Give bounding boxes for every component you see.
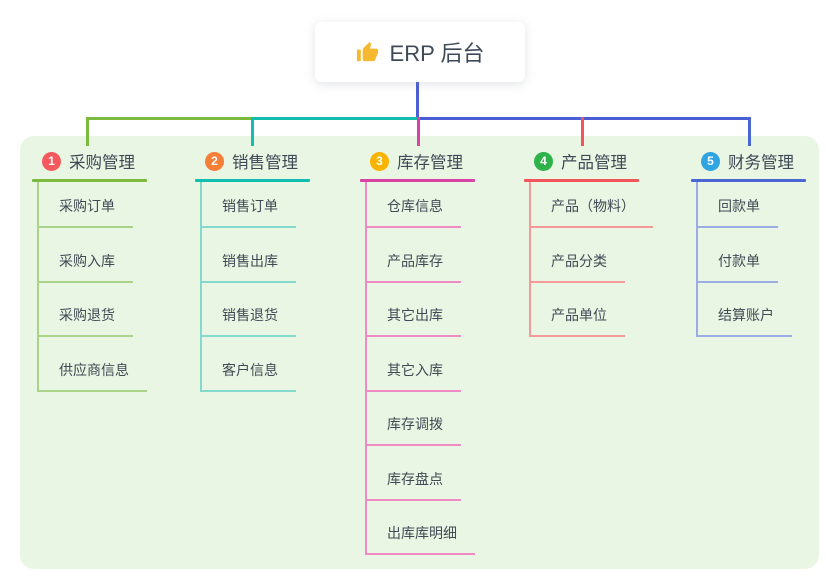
branch-header-5[interactable]: 5 财务管理 [691, 148, 806, 174]
node-label: 其它入库 [387, 361, 443, 378]
node-label: 采购入库 [59, 252, 115, 269]
branch-3: 3 库存管理仓库信息产品库存其它出库其它入库库存调拨库存盘点出库库明细 [360, 140, 475, 555]
node-item[interactable]: 销售退货 [202, 283, 296, 337]
node-item[interactable]: 出库库明细 [367, 501, 475, 555]
node-label: 销售出库 [222, 252, 278, 269]
node-label: 库存调拨 [387, 416, 443, 432]
branch-number-badge: 4 [534, 151, 553, 171]
node-label: 销售退货 [222, 307, 278, 323]
node-item[interactable]: 产品（物料） [531, 182, 653, 228]
branch-header-2[interactable]: 2 销售管理 [195, 148, 310, 174]
branch-number-badge: 5 [701, 151, 720, 171]
node-item[interactable]: 仓库信息 [367, 182, 461, 228]
branch-underline [524, 179, 639, 182]
node-item[interactable]: 供应商信息 [39, 337, 147, 392]
node-item[interactable]: 产品单位 [531, 283, 625, 337]
node-item[interactable]: 库存盘点 [367, 446, 461, 501]
node-item[interactable]: 其它出库 [367, 283, 461, 337]
bus-segment-3 [417, 117, 751, 120]
branch-title: 产品管理 [561, 154, 627, 172]
node-label: 库存盘点 [387, 470, 443, 487]
branch-underline [195, 179, 310, 182]
bus-segment-1 [86, 117, 253, 120]
node-label: 出库库明细 [387, 525, 457, 541]
node-item[interactable]: 采购入库 [39, 228, 133, 283]
node-label: 结算账户 [718, 307, 774, 323]
node-label: 产品单位 [551, 307, 607, 323]
node-label: 采购订单 [59, 198, 115, 214]
branch-underline [691, 179, 806, 182]
node-item[interactable]: 采购订单 [39, 182, 133, 228]
branch-number-badge: 2 [205, 151, 224, 171]
node-item[interactable]: 回款单 [698, 182, 778, 228]
branch-underline [360, 179, 475, 182]
node-item[interactable]: 销售订单 [202, 182, 296, 228]
node-item[interactable]: 产品库存 [367, 228, 461, 283]
branch-header-3[interactable]: 3 库存管理 [360, 148, 475, 174]
branch-items: 仓库信息产品库存其它出库其它入库库存调拨库存盘点出库库明细 [365, 182, 475, 555]
bus-segment-2 [253, 117, 417, 120]
node-item[interactable]: 库存调拨 [367, 392, 461, 446]
node-label: 其它出库 [387, 307, 443, 323]
root-title: ERP 后台 [389, 41, 485, 66]
root-node[interactable]: ERP 后台 [315, 22, 525, 82]
branch-1: 1 采购管理采购订单采购入库采购退货供应商信息 [32, 140, 147, 392]
branch-connector-2 [251, 117, 254, 146]
node-item[interactable]: 产品分类 [531, 228, 625, 283]
branch-items: 产品（物料） 产品分类产品单位 [529, 182, 653, 337]
node-label: 客户信息 [222, 361, 278, 378]
branch-connector-3 [417, 117, 420, 146]
branch-header-4[interactable]: 4 产品管理 [524, 148, 653, 174]
node-item[interactable]: 客户信息 [202, 337, 296, 392]
node-label: 产品库存 [387, 252, 443, 269]
branch-number-badge: 3 [370, 151, 389, 171]
branch-2: 2 销售管理销售订单销售出库销售退货客户信息 [195, 140, 310, 392]
branch-header-1[interactable]: 1 采购管理 [32, 148, 147, 174]
root-connector [416, 82, 419, 120]
content-panel [20, 136, 819, 569]
node-item[interactable]: 结算账户 [698, 283, 792, 337]
branch-title: 财务管理 [728, 154, 794, 172]
node-item[interactable]: 付款单 [698, 228, 778, 283]
branch-items: 回款单付款单结算账户 [696, 182, 792, 337]
node-label: 回款单 [718, 198, 760, 214]
thumbs-up-icon [356, 41, 379, 64]
node-item[interactable]: 销售出库 [202, 228, 296, 283]
node-label: 产品（物料） [551, 198, 635, 214]
node-item[interactable]: 其它入库 [367, 337, 461, 392]
branch-items: 采购订单采购入库采购退货供应商信息 [37, 182, 147, 392]
branch-title: 库存管理 [397, 154, 463, 172]
branch-items: 销售订单销售出库销售退货客户信息 [200, 182, 296, 392]
branch-connector-5 [748, 117, 751, 146]
branch-number-badge: 1 [42, 151, 61, 171]
node-label: 供应商信息 [59, 361, 129, 378]
node-label: 产品分类 [551, 252, 607, 269]
node-label: 仓库信息 [387, 198, 443, 214]
branch-underline [32, 179, 147, 182]
node-item[interactable]: 采购退货 [39, 283, 133, 337]
branch-title: 销售管理 [232, 154, 298, 172]
branch-connector-1 [86, 117, 89, 146]
branch-4: 4 产品管理产品（物料） 产品分类产品单位 [524, 140, 653, 337]
node-label: 采购退货 [59, 307, 115, 323]
branch-5: 5 财务管理回款单付款单结算账户 [691, 140, 806, 337]
node-label: 销售订单 [222, 198, 278, 214]
branch-connector-4 [581, 117, 584, 146]
branch-title: 采购管理 [69, 154, 135, 172]
node-label: 付款单 [718, 252, 760, 269]
